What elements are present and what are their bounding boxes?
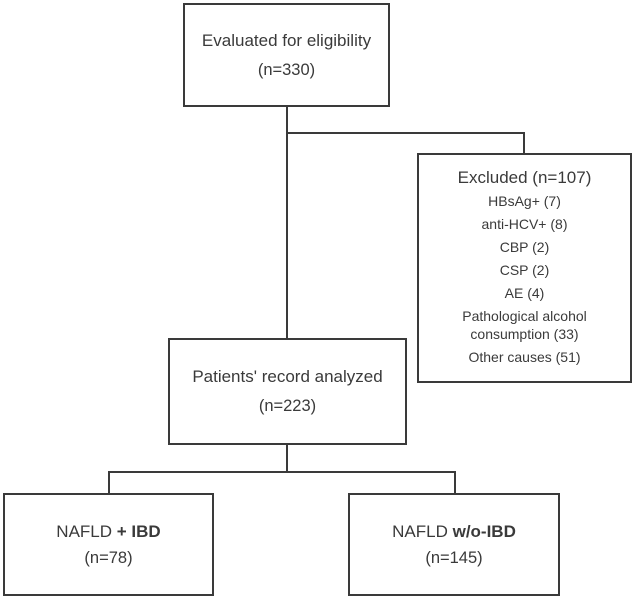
eligibility-label: Evaluated for eligibility [201, 30, 372, 50]
box-patients-record-analyzed: Patients' record analyzed (n=223) [168, 338, 407, 445]
analyzed-count: (n=223) [258, 397, 317, 415]
excluded-item-other-causes: Other causes (51) [468, 349, 581, 365]
nafld-wo-ibd-count: (n=145) [425, 548, 483, 567]
nafld-wo-ibd-label: NAFLD w/o-IBD [392, 521, 516, 543]
excluded-item-ae: AE (4) [504, 285, 545, 301]
nafld-ibd-count: (n=78) [84, 548, 133, 567]
eligibility-count: (n=330) [257, 60, 316, 79]
excluded-item-anti-hcv: anti-HCV+ (8) [481, 216, 568, 232]
box-nafld-plus-ibd: NAFLD + IBD (n=78) [3, 493, 214, 596]
analyzed-label: Patients' record analyzed [192, 367, 383, 386]
nafld-wo-ibd-label-bold: w/o-IBD [452, 521, 516, 541]
box-evaluated-for-eligibility: Evaluated for eligibility (n=330) [183, 3, 390, 107]
connector-analyzed-down [286, 445, 288, 472]
connector-to-nafld-wo-ibd [454, 471, 456, 493]
connector-eligibility-to-analyzed [286, 107, 288, 338]
connector-to-nafld-ibd [108, 471, 110, 493]
nafld-wo-ibd-label-prefix: NAFLD [392, 521, 453, 541]
connector-branch-to-excluded-horizontal [286, 132, 525, 134]
nafld-ibd-label: NAFLD + IBD [56, 521, 160, 543]
excluded-item-cbp: CBP (2) [499, 239, 550, 255]
connector-split-horizontal [108, 471, 456, 473]
excluded-item-hbsag: HBsAg+ (7) [488, 193, 561, 209]
excluded-title: Excluded (n=107) [457, 168, 592, 187]
connector-branch-to-excluded-vertical [523, 132, 525, 153]
box-nafld-without-ibd: NAFLD w/o-IBD (n=145) [348, 493, 560, 596]
nafld-ibd-label-bold: + IBD [116, 521, 161, 541]
nafld-ibd-label-prefix: NAFLD [56, 521, 117, 541]
box-excluded: Excluded (n=107) HBsAg+ (7) anti-HCV+ (8… [417, 153, 632, 383]
excluded-item-csp: CSP (2) [499, 262, 550, 278]
excluded-item-alcohol: Pathological alcohol consumption (33) [462, 308, 587, 342]
